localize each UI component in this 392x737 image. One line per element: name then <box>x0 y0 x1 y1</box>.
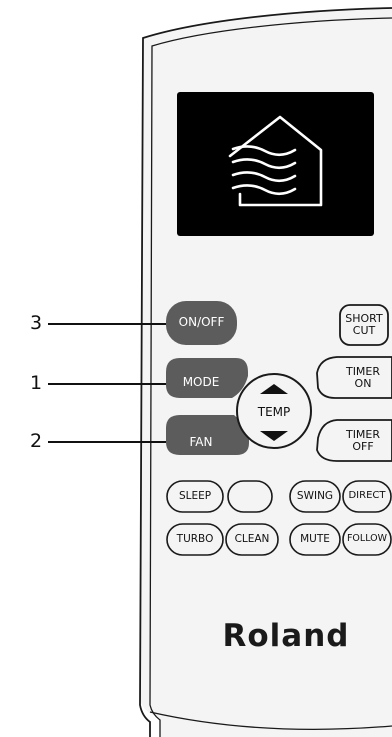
remote-body-outline-inner <box>149 17 392 737</box>
timer-on-button <box>316 356 392 399</box>
short-cut-button <box>339 304 389 346</box>
swing-button <box>289 480 341 513</box>
temp-down-arrow <box>260 431 288 441</box>
mode-button <box>166 358 248 398</box>
timer-off-button <box>316 419 392 462</box>
direct-button <box>342 480 392 513</box>
sleep-button <box>166 480 224 513</box>
remote-body-outline-outer <box>139 7 392 737</box>
on-off-button <box>166 301 237 345</box>
remote-bottom-curve <box>149 711 392 731</box>
turbo-button <box>166 523 224 556</box>
display-screen <box>177 92 374 236</box>
callout-fan: 2 <box>30 430 43 452</box>
leader-line-fan <box>48 441 166 443</box>
mute-button <box>289 523 341 556</box>
home-airflow-icon <box>228 115 323 207</box>
callout-on-off: 3 <box>30 312 43 334</box>
leader-line-on-off <box>48 323 166 325</box>
leader-line-mode <box>48 383 166 385</box>
fan-button <box>166 415 249 455</box>
follow-button <box>342 523 392 556</box>
temp-up-arrow <box>260 384 288 394</box>
blank-button <box>227 480 273 513</box>
callout-mode: 1 <box>30 372 43 394</box>
temp-dial <box>236 373 312 449</box>
clean-button <box>225 523 279 556</box>
brand-logo: Roland <box>222 618 350 654</box>
